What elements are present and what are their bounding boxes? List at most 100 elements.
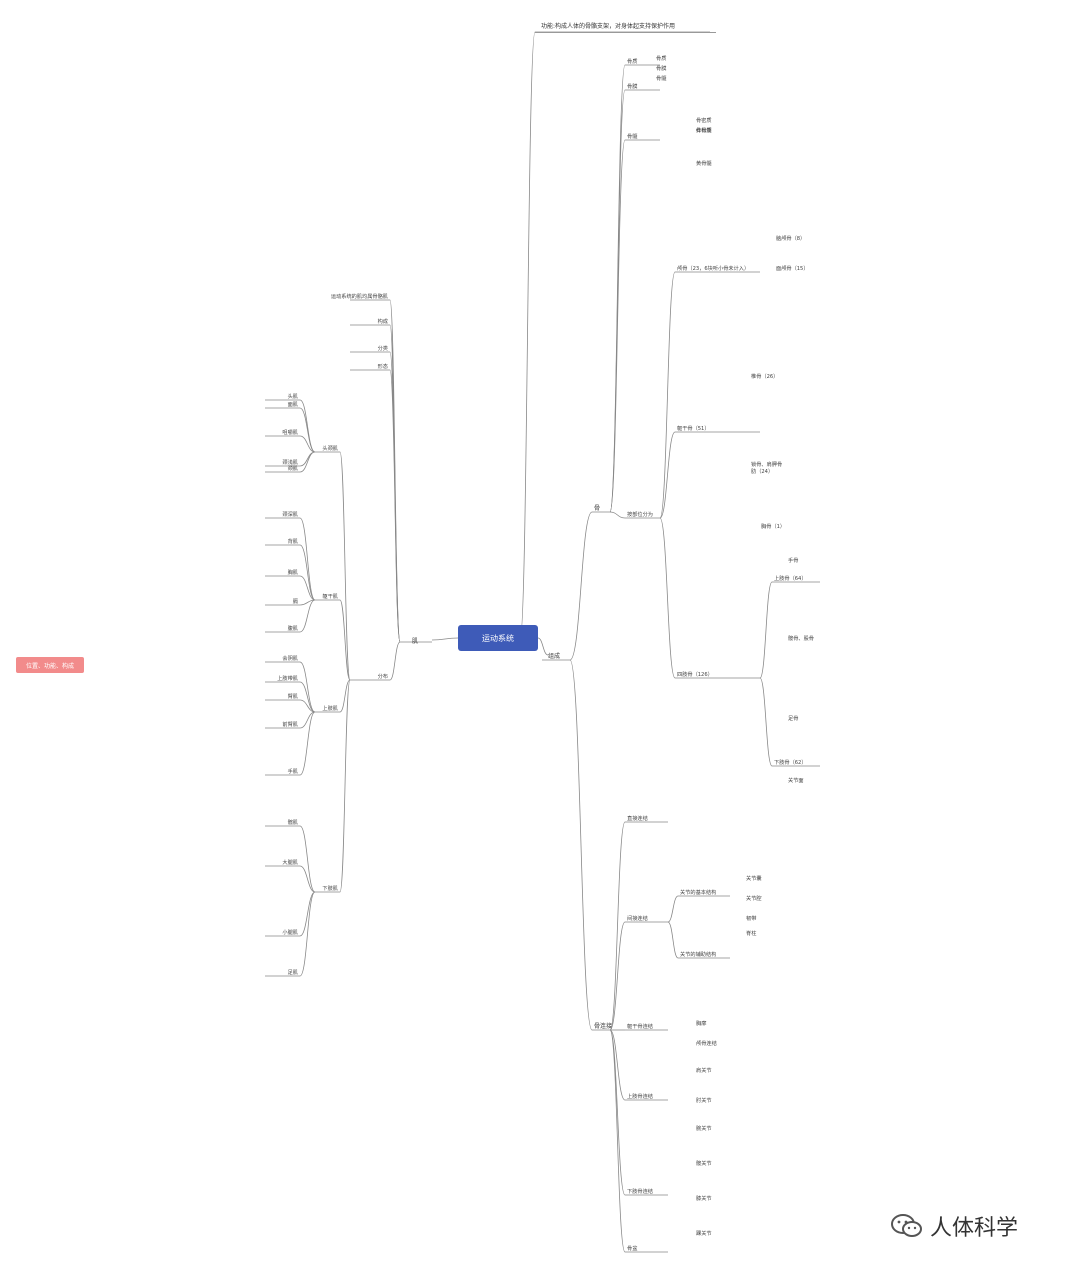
left-leaf-label: 髋肌 xyxy=(288,818,298,826)
dist-sub-curve xyxy=(339,679,351,893)
conn-sub-label: 躯干骨连结 xyxy=(627,1022,653,1030)
right-leaf-label: 髋关节 xyxy=(696,1159,712,1167)
left-branch-curve xyxy=(389,641,401,681)
class-sub-curve xyxy=(659,517,676,679)
right-leaf-label: 关节囊 xyxy=(746,874,762,882)
left-leaf-label: 面肌 xyxy=(288,401,298,408)
connector-lines xyxy=(265,31,820,1253)
left-branch-curve xyxy=(389,369,401,643)
right-leaf-label: 关节面 xyxy=(788,776,804,784)
left-leaf-curve xyxy=(299,699,316,713)
right-leaf-label: 肘关节 xyxy=(696,1096,712,1104)
left-leaf-curve xyxy=(299,407,316,453)
left-leaf-curve xyxy=(299,891,316,937)
joint-aux-curve xyxy=(667,921,679,959)
right-leaf-label: 踝关节 xyxy=(696,1229,712,1237)
right-leaf-label: 脑颅骨（8） xyxy=(776,234,805,242)
top-function-note: 功能:构成人体的骨骼支架，对身体起支持保护作用 xyxy=(535,18,716,33)
left-leaf-label: 背肌 xyxy=(288,537,298,545)
bone-sub-curve xyxy=(609,511,626,519)
left-leaf-curve xyxy=(299,544,316,601)
right-leaf-label: 韧带 xyxy=(746,914,756,922)
left-leaf-label: 小腿肌 xyxy=(282,928,298,936)
watermark: 人体科学 xyxy=(890,1210,1018,1242)
class-sub-label: 躯干骨（51） xyxy=(677,424,710,432)
conn-sub-curve xyxy=(609,1029,626,1196)
conn-sub-curve xyxy=(609,1029,626,1253)
right-leaf-label: 骨髓 xyxy=(656,74,667,82)
dist-sub-curve xyxy=(339,679,351,713)
left-leaf-label: 头肌 xyxy=(288,392,298,400)
node-labels: 骨骨连接骨质骨膜骨髓按部位分为颅骨（23，6块听小骨未计入）躯干骨（51）四肢骨… xyxy=(277,54,814,1252)
root-to-right xyxy=(537,637,549,656)
class-sub-label: 颅骨（23，6块听小骨未计入） xyxy=(677,264,749,272)
joint-label: 关节的基本结构 xyxy=(680,888,716,896)
right-leaf-label: 胸廓 xyxy=(696,1019,706,1027)
dist-sub-label: 头颈肌 xyxy=(322,444,338,452)
left-leaf-label: 大腿肌 xyxy=(282,858,298,866)
right-leaf-label: 膝关节 xyxy=(696,1194,712,1202)
left-leaf-curve xyxy=(299,575,316,601)
conn-sub-label: 骨盆 xyxy=(627,1244,638,1252)
right-leaf-label: 颅骨连结 xyxy=(696,1039,717,1047)
side-tag[interactable]: 位置、功能、构成 xyxy=(16,657,84,673)
right-leaf-label: 面颅骨（15） xyxy=(776,264,809,272)
left-main-branch: 肌 xyxy=(412,638,419,645)
right-branch-label: 骨连接 xyxy=(594,1022,612,1030)
bone-sub-label: 骨膜 xyxy=(627,82,637,90)
left-leaf-label: 上肢带肌 xyxy=(277,674,298,682)
bone-sub-label: 骨质 xyxy=(627,57,637,65)
left-branch-label: 分类 xyxy=(378,344,388,352)
left-leaf-label: 膈 xyxy=(293,598,298,605)
conn-sub-curve xyxy=(609,821,626,1031)
conn-sub-label: 间接连结 xyxy=(627,914,648,922)
left-leaf-label: 足肌 xyxy=(288,969,298,976)
bone-sub-label: 骨髓 xyxy=(627,132,638,140)
left-leaf-curve xyxy=(299,451,316,473)
right-leaf-label: 锁骨、肩胛骨 xyxy=(751,460,782,468)
left-leaf-curve xyxy=(299,451,316,467)
left-leaf-label: 颈深肌 xyxy=(282,510,298,518)
left-leaf-label: 前臂肌 xyxy=(282,720,298,728)
right-leaf-label: 红骨髓 xyxy=(696,126,712,134)
right-leaf-label: 腕关节 xyxy=(696,1124,712,1132)
right-leaf-label: 手骨 xyxy=(788,556,798,564)
root-node[interactable]: 运动系统 xyxy=(458,625,538,651)
left-leaf-curve xyxy=(299,711,316,729)
left-leaf-curve xyxy=(299,711,316,776)
conn-sub-label: 下肢骨连结 xyxy=(627,1187,653,1195)
upper-limb-label: 上肢骨（64） xyxy=(774,574,807,582)
joint-aux-label: 关节的辅助结构 xyxy=(680,950,716,958)
wechat-icon xyxy=(890,1213,924,1239)
conn-sub-curve xyxy=(609,921,626,1031)
class-sub-curve xyxy=(659,431,676,519)
bone-sub-curve xyxy=(609,139,626,513)
left-leaf-label: 颈肌 xyxy=(288,464,298,472)
right-leaf-label: 胸骨（1） xyxy=(761,522,785,530)
left-leaf-curve xyxy=(299,599,316,633)
left-leaf-label: 会阴肌 xyxy=(282,654,298,662)
class-sub-label: 四肢骨（126） xyxy=(677,670,713,678)
watermark-text: 人体科学 xyxy=(930,1216,1019,1241)
right-leaf-label: 肩关节 xyxy=(696,1066,712,1074)
right-leaf-label: 骨膜 xyxy=(656,64,666,72)
right-leaf-label: 黄骨髓 xyxy=(696,159,712,167)
left-leaf-curve xyxy=(299,435,316,453)
right-leaf-label: 肋（24） xyxy=(751,467,773,475)
dist-sub-label: 躯干肌 xyxy=(322,592,338,600)
left-leaf-label: 臂肌 xyxy=(288,692,298,700)
limb-lower-curve xyxy=(759,677,773,767)
class-sub-curve xyxy=(659,271,676,519)
bone-sub-label: 按部位分为 xyxy=(627,510,653,518)
left-leaf-curve xyxy=(299,865,316,893)
left-leaf-curve xyxy=(299,825,316,893)
left-leaf-curve xyxy=(299,681,316,713)
left-leaf-label: 手肌 xyxy=(288,767,298,775)
right-branch-label: 骨 xyxy=(594,505,600,512)
left-branch-label: 运动系统的肌均属骨骼肌 xyxy=(331,292,388,300)
dist-sub-curve xyxy=(339,451,351,681)
dist-sub-label: 下肢肌 xyxy=(322,884,338,892)
right-leaf-label: 骨松质 xyxy=(696,126,712,134)
right-leaf-label: 关节腔 xyxy=(746,894,762,902)
